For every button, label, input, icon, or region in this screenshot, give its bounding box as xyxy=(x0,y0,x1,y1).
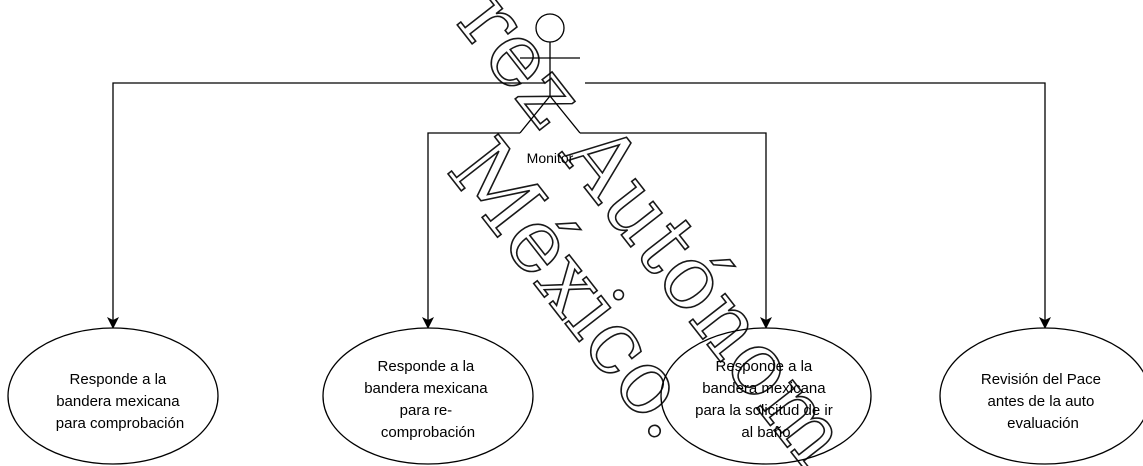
connector-center-right xyxy=(580,132,772,329)
use-case-4-line-1: Revisión del Pace xyxy=(981,371,1101,388)
use-case-3-line-4: al baño xyxy=(741,424,790,441)
use-case-2-line-3: para re- xyxy=(400,402,453,419)
actor-label: Monitor xyxy=(527,150,574,166)
use-case-2-line-2: bandera mexicana xyxy=(364,380,488,397)
use-case-3-line-3: para la solicitud de ir xyxy=(695,402,833,419)
use-case-4 xyxy=(939,327,1143,465)
use-cases xyxy=(7,327,1143,465)
use-case-3-line-1: Responde a la xyxy=(716,358,813,375)
use-case-3 xyxy=(660,327,872,465)
use-case-4-label: Revisión del Pace antes de la auto evalu… xyxy=(981,371,1105,432)
actor-right-leg xyxy=(549,95,581,134)
use-case-4-line-3: evaluación xyxy=(1007,415,1079,432)
use-case-3-line-2: bandera mexicana xyxy=(702,380,826,397)
connector-right xyxy=(585,82,1051,329)
connector-center-left xyxy=(422,132,520,329)
use-case-2 xyxy=(322,327,534,465)
use-case-2-line-1: Responde a la xyxy=(378,358,475,375)
use-case-2-label: Responde a la bandera mexicana para re- … xyxy=(364,358,492,441)
use-case-1-line-1: Responde a la xyxy=(70,371,167,388)
connector-left xyxy=(107,82,545,329)
use-case-1-line-2: bandera mexicana xyxy=(56,393,180,410)
use-case-2-line-4: comprobación xyxy=(381,424,475,441)
connectors xyxy=(107,82,1051,329)
actor-monitor xyxy=(519,13,581,134)
use-case-3-label: Responde a la bandera mexicana para la s… xyxy=(695,358,837,441)
use-case-1 xyxy=(7,327,219,465)
use-case-1-line-3: para comprobación xyxy=(56,415,184,432)
use-case-4-line-2: antes de la auto xyxy=(988,393,1095,410)
use-case-1-label: Responde a la bandera mexicana para comp… xyxy=(56,371,184,432)
actor-left-leg xyxy=(519,95,551,134)
